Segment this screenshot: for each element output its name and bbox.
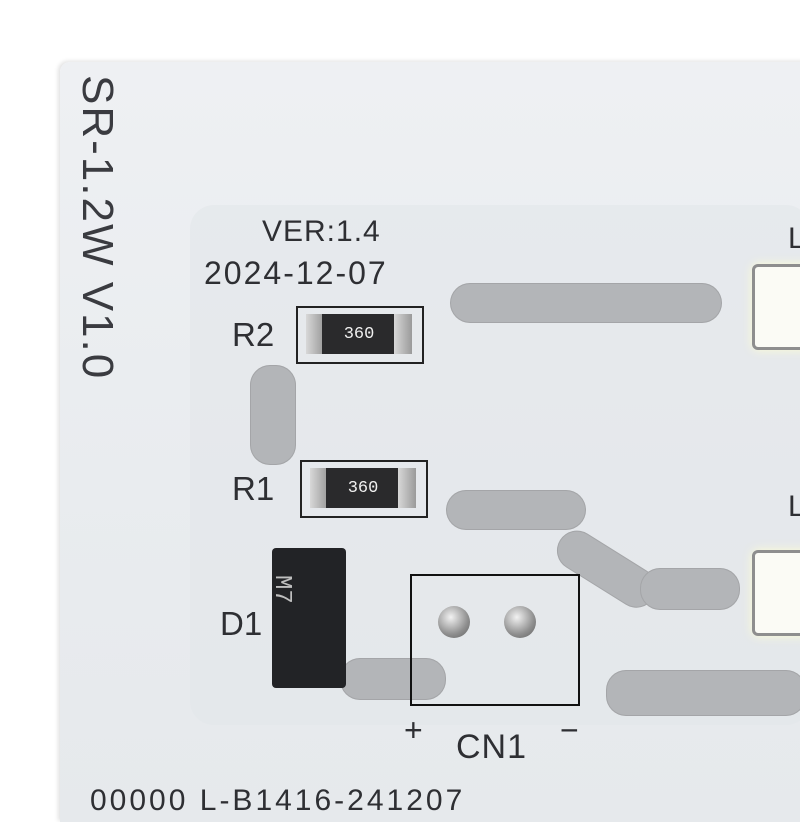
minus-sign: − (560, 712, 579, 748)
led-top (752, 264, 800, 350)
trace-bottom (606, 670, 800, 716)
solder-pad-minus (504, 606, 536, 638)
d1-marking: M7 (268, 575, 295, 604)
trace-diode (340, 658, 446, 700)
led-label-bottom: L (788, 490, 800, 523)
connector-cn1-outline (410, 574, 580, 706)
date-label: 2024-12-07 (204, 255, 388, 291)
plus-sign: + (404, 712, 423, 748)
d1-designator: D1 (220, 605, 263, 642)
trace-middle (446, 490, 586, 530)
r2-designator: R2 (232, 316, 275, 353)
board-model-label: SR-1.2W V1.0 (73, 75, 122, 381)
solder-pad-plus (438, 606, 470, 638)
cn1-designator: CN1 (456, 728, 528, 766)
r1-marking: 360 (326, 468, 400, 508)
r2-marking: 360 (322, 314, 396, 354)
r1-designator: R1 (232, 470, 275, 507)
trace-top (450, 283, 722, 323)
trace-vertical (250, 365, 296, 465)
diode-d1 (272, 548, 346, 688)
led-label-top: L (788, 222, 800, 255)
version-label: VER:1.4 (262, 215, 381, 248)
led-bottom (752, 550, 800, 636)
trace-middle-right (640, 568, 740, 610)
board-part-code: 00000 L-B1416-241207 (90, 784, 466, 817)
